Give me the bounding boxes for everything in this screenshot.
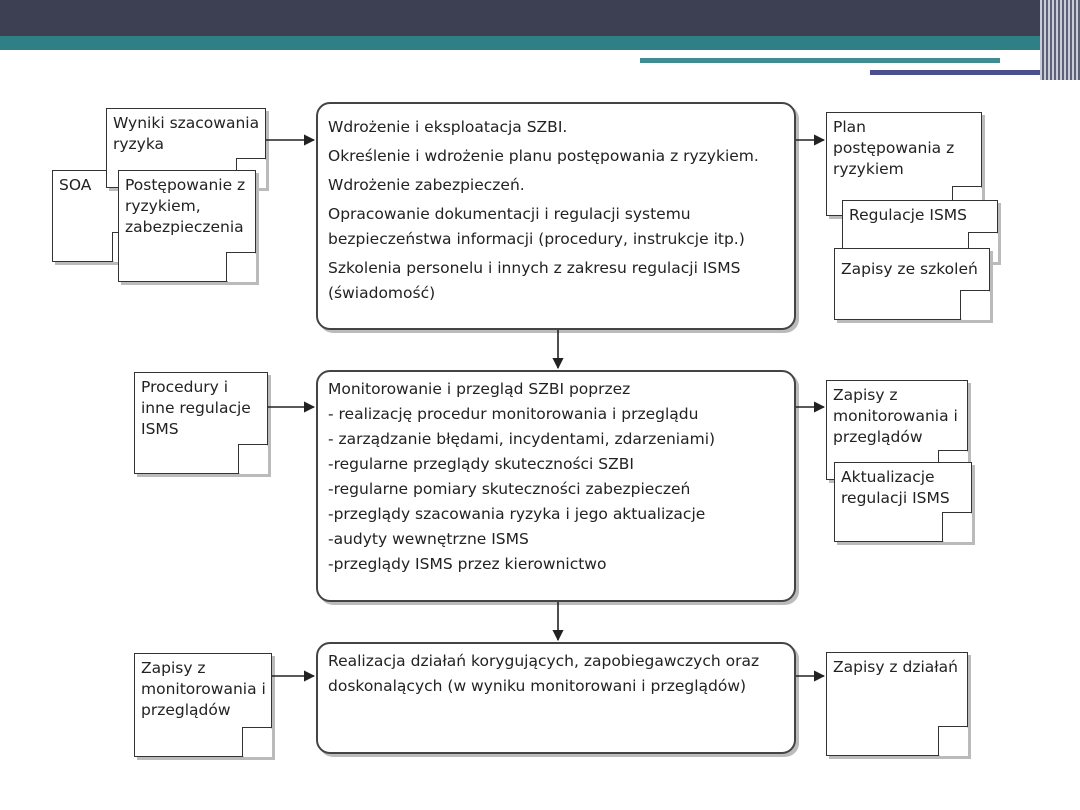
doc-line: ryzyka bbox=[113, 135, 165, 153]
box-line: - realizację procedur monitorowania i pr… bbox=[328, 405, 699, 423]
doc-line: przeglądów bbox=[833, 428, 923, 446]
box-monitorowanie: Monitorowanie i przegląd SZBI poprzez - … bbox=[316, 370, 796, 602]
box-line: -regularne pomiary skuteczności zabezpie… bbox=[328, 480, 691, 498]
box-line: Określenie i wdrożenie planu postępowani… bbox=[328, 147, 759, 165]
box-line: -regularne przeglądy skuteczności SZBI bbox=[328, 455, 634, 473]
header-accent-line bbox=[640, 58, 1000, 63]
box-line: -przeglądy szacowania ryzyka i jego aktu… bbox=[328, 505, 706, 523]
doc-line: Zapisy z bbox=[141, 659, 206, 677]
header-accent-bar bbox=[0, 36, 1040, 50]
doc-line: monitorowania i bbox=[141, 680, 266, 698]
box-realizacja: Realizacja działań korygujących, zapobie… bbox=[316, 642, 796, 754]
doc-zapisy-z-dzialan: Zapisy z działań bbox=[826, 652, 968, 756]
doc-line: SOA bbox=[59, 176, 92, 194]
box-line: - zarządzanie błędami, incydentami, zdar… bbox=[328, 430, 716, 448]
doc-line: ISMS bbox=[141, 420, 179, 438]
box-line: Monitorowanie i przegląd SZBI poprzez bbox=[328, 380, 631, 398]
doc-line: przeglądów bbox=[141, 701, 231, 719]
doc-line: Zapisy ze szkoleń bbox=[841, 260, 978, 278]
doc-line: Zapisy z bbox=[833, 386, 898, 404]
box-line: bezpieczeństwa informacji (procedury, in… bbox=[328, 230, 745, 248]
header-bar bbox=[0, 0, 1080, 36]
doc-line: inne regulacje bbox=[141, 399, 251, 417]
doc-line: ryzykiem, bbox=[125, 197, 201, 215]
box-line: doskonalących (w wyniku monitorowani i p… bbox=[328, 677, 747, 695]
box-line: (świadomość) bbox=[328, 284, 436, 302]
header-stripes bbox=[1040, 0, 1080, 80]
box-line: Opracowanie dokumentacji i regulacji sys… bbox=[328, 205, 691, 223]
doc-line: Zapisy z działań bbox=[833, 658, 959, 676]
doc-line: Procedury i bbox=[141, 378, 229, 396]
doc-line: monitorowania i bbox=[833, 407, 958, 425]
doc-postepowanie: Postępowanie z ryzykiem, zabezpieczenia bbox=[118, 170, 256, 282]
doc-line: Wyniki szacowania bbox=[113, 114, 260, 132]
box-line: -audyty wewnętrzne ISMS bbox=[328, 530, 529, 548]
doc-plan-postepowania: Plan postępowania z ryzykiem bbox=[826, 112, 982, 216]
doc-procedury: Procedury i inne regulacje ISMS bbox=[134, 372, 268, 474]
doc-line: Postępowanie z bbox=[125, 176, 246, 194]
doc-line: Aktualizacje bbox=[841, 468, 935, 486]
box-line: Szkolenia personelu i innych z zakresu r… bbox=[328, 259, 741, 277]
box-line: Wdrożenie zabezpieczeń. bbox=[328, 176, 525, 194]
header-accent-line-secondary bbox=[870, 70, 1060, 75]
box-wdrozenie: Wdrożenie i eksploatacja SZBI. Określeni… bbox=[316, 102, 796, 330]
doc-line: Regulacje ISMS bbox=[849, 206, 967, 224]
doc-line: regulacji ISMS bbox=[841, 489, 950, 507]
box-line: Wdrożenie i eksploatacja SZBI. bbox=[328, 118, 568, 136]
box-line: Realizacja działań korygujących, zapobie… bbox=[328, 652, 760, 670]
doc-aktualizacje: Aktualizacje regulacji ISMS bbox=[834, 462, 972, 542]
doc-zapisy-ze-szkolen: Zapisy ze szkoleń bbox=[834, 248, 990, 320]
doc-line: Plan bbox=[833, 118, 866, 136]
doc-line: postępowania z bbox=[833, 139, 955, 157]
box-line: -przeglądy ISMS przez kierownictwo bbox=[328, 555, 607, 573]
doc-line: ryzykiem bbox=[833, 160, 904, 178]
doc-line: zabezpieczenia bbox=[125, 218, 244, 236]
doc-zapisy-monitorowania-left: Zapisy z monitorowania i przeglądów bbox=[134, 653, 272, 757]
